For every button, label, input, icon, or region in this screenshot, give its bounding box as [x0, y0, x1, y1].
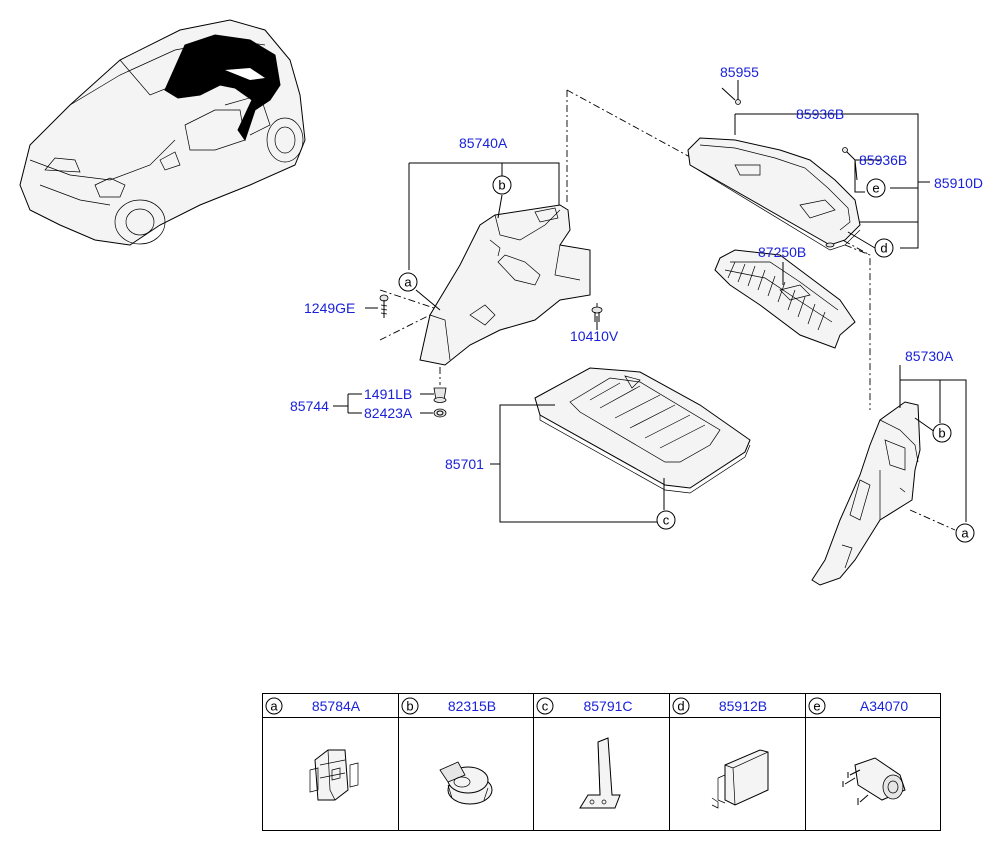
circle-marker-b-right: b	[932, 423, 952, 443]
right-quarter-trim-85730A	[811, 401, 921, 586]
label-85936B-top: 85936B	[796, 106, 844, 122]
label-87250B: 87250B	[758, 244, 806, 260]
legend-header-e: e A34070	[808, 697, 908, 715]
label-85910D: 85910D	[934, 175, 983, 191]
circle-marker-a-left: a	[398, 272, 418, 292]
legend-header-b: b 82315B	[401, 697, 496, 715]
label-85744: 85744	[290, 398, 329, 414]
svg-text:A34070: A34070	[860, 698, 908, 714]
push-clip-82315B-drawing	[439, 761, 493, 805]
luggage-board-85701	[534, 367, 751, 494]
label-85701: 85701	[445, 456, 484, 472]
clip-85784A-drawing	[309, 749, 359, 801]
pad-85912B-drawing	[711, 749, 769, 809]
circle-marker-e: e	[866, 178, 886, 198]
svg-text:b: b	[406, 699, 413, 714]
fastener-legend-table: a 85784A b 82315B c 85791C d 85912B e A3…	[262, 693, 941, 831]
label-1491LB: 1491LB	[364, 386, 412, 402]
svg-text:a: a	[270, 699, 278, 714]
label-82423A: 82423A	[364, 405, 413, 421]
svg-text:a: a	[961, 526, 969, 541]
connector-A34070-drawing	[842, 757, 906, 805]
screw-1249GE	[379, 294, 389, 318]
leader-lines	[333, 80, 967, 523]
left-quarter-trim-85740A	[419, 204, 591, 366]
label-85955: 85955	[720, 64, 759, 80]
grommet-1491LB	[433, 387, 447, 403]
car-overview-illustration	[19, 19, 306, 246]
circle-marker-d: d	[874, 238, 894, 258]
circle-marker-c: c	[656, 510, 676, 530]
svg-text:85912B: 85912B	[719, 698, 767, 714]
svg-text:82315B: 82315B	[448, 698, 496, 714]
legend-header-a: a 85784A	[265, 697, 361, 715]
washer-82423A	[433, 408, 447, 418]
luggage-cover-85936B	[687, 137, 861, 251]
svg-text:a: a	[404, 275, 412, 290]
svg-text:d: d	[677, 699, 684, 714]
label-1249GE: 1249GE	[304, 300, 355, 316]
svg-text:e: e	[872, 181, 879, 196]
label-85730A: 85730A	[905, 348, 954, 364]
label-10410V: 10410V	[570, 328, 619, 344]
svg-text:c: c	[663, 513, 670, 528]
sill-trim-87250B	[714, 249, 856, 349]
clip-10410V	[591, 306, 603, 322]
part-number-labels: 85955 85936B 85936B 85910D 85740A 87250B…	[290, 64, 983, 472]
svg-text:85791C: 85791C	[583, 698, 632, 714]
legend-header-c: c 85791C	[536, 697, 633, 715]
label-85740A: 85740A	[459, 135, 508, 151]
svg-text:85784A: 85784A	[312, 698, 361, 714]
circle-marker-b-left: b	[492, 175, 512, 195]
svg-text:b: b	[498, 178, 505, 193]
svg-text:b: b	[938, 426, 945, 441]
svg-text:e: e	[813, 699, 820, 714]
svg-text:d: d	[880, 241, 887, 256]
label-85936B-right: 85936B	[859, 152, 907, 168]
circle-marker-a-right: a	[955, 523, 975, 543]
bracket-85791C-drawing	[579, 737, 621, 809]
legend-header-d: d 85912B	[672, 697, 767, 715]
svg-text:c: c	[542, 699, 549, 714]
